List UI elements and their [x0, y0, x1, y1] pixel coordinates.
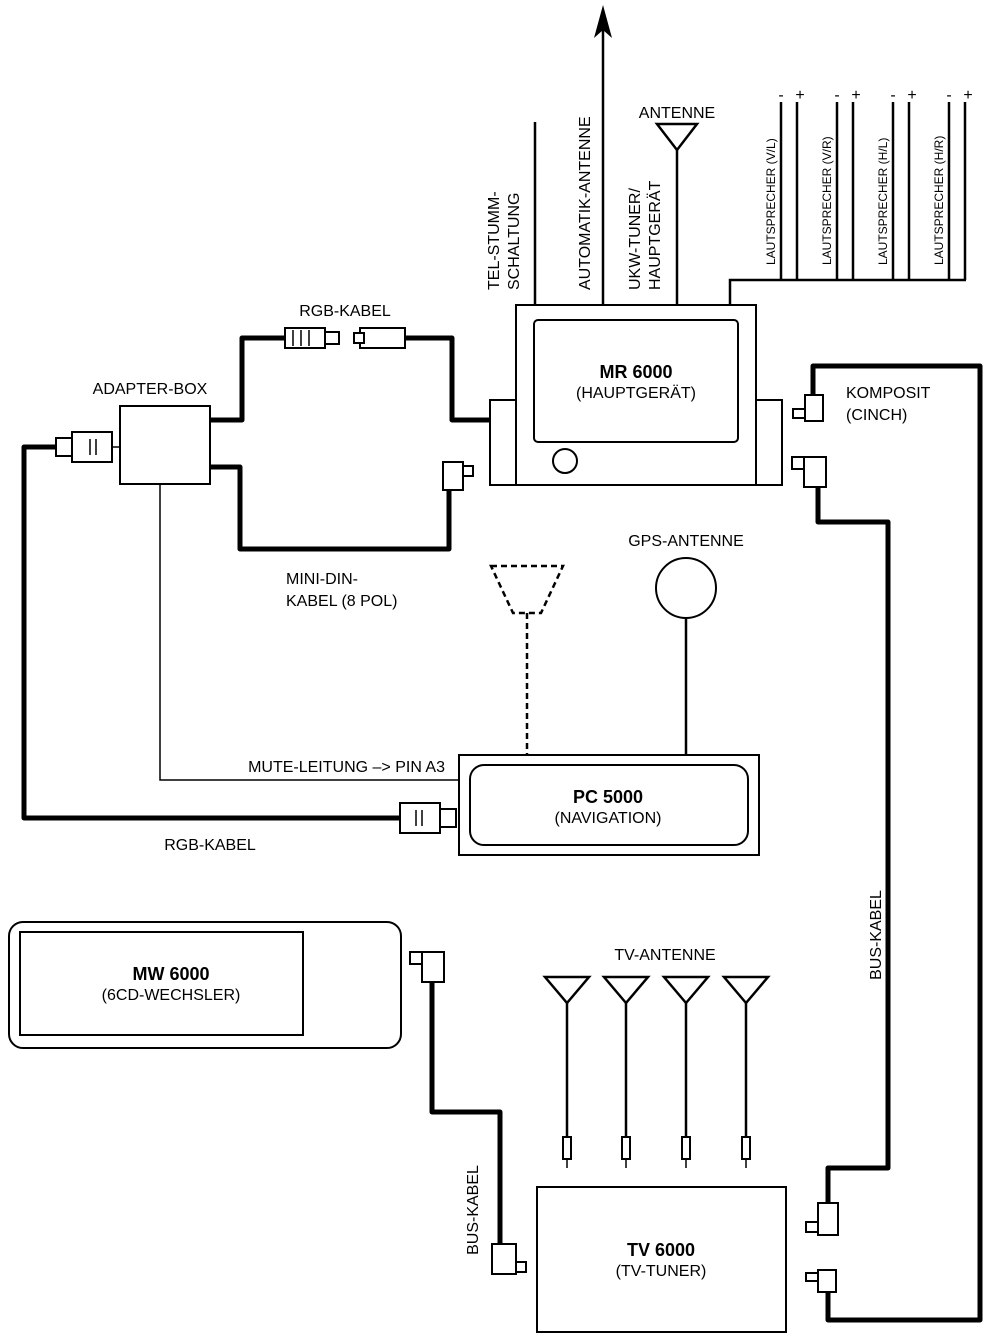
speaker-2-minus: -: [834, 87, 839, 104]
speaker-4-label: LAUTSPRECHER (H/R): [932, 136, 946, 265]
komposit-label-2: (CINCH): [846, 407, 907, 424]
tv-antenne-label: TV-ANTENNE: [614, 947, 715, 964]
gps-antenne-label: GPS-ANTENNE: [628, 533, 744, 550]
rgb-plug-left-icon: [55, 431, 113, 463]
bus-plug-tv-left-icon: [491, 1243, 527, 1275]
tv-antenna-4: [721, 975, 771, 1168]
gps-antenna-icon: [655, 557, 717, 619]
mr6000-name: MR 6000: [599, 362, 672, 382]
tv-antenna-icon: [601, 975, 651, 1005]
speaker-3-label: LAUTSPRECHER (H/L): [876, 138, 890, 265]
mute-line: [159, 484, 459, 781]
tv-antenna-1: [542, 975, 592, 1168]
pc5000-desc: (NAVIGATION): [555, 810, 662, 827]
speaker-group: - + - + - + - + LAUTSPRECHER (V/L) LAUTS…: [764, 87, 973, 280]
tv6000-name: TV 6000: [627, 1240, 695, 1260]
pc5000-name: PC 5000: [573, 787, 643, 807]
tv-antenna-2: [601, 975, 651, 1168]
mr6000-desc: (HAUPTGERÄT): [576, 384, 696, 402]
up-arrow-icon: [594, 5, 612, 38]
mw6000-unit: MW 6000 (6CD-WECHSLER): [8, 921, 402, 1049]
tv6000-desc: (TV-TUNER): [616, 1263, 707, 1280]
mute-leitung-label: MUTE-LEITUNG –> PIN A3: [248, 759, 445, 776]
bus-cable-left: [429, 980, 503, 1245]
rgb-cable-top-left: [210, 335, 285, 423]
speaker-4-plus: +: [963, 87, 972, 104]
pc5000-unit: PC 5000 (NAVIGATION): [458, 754, 760, 856]
tv-antenna-icon: [721, 975, 771, 1005]
bus-plug-tv-right-icon: [805, 1202, 839, 1236]
cinch-plug-top-icon: [792, 394, 824, 422]
tv-antenna-3: [661, 975, 711, 1168]
tel-stumm-label-1: TEL-STUMM-: [486, 191, 503, 290]
mr6000-unit: MR 6000 (HAUPTGERÄT): [489, 304, 783, 486]
rgb-kabel-bottom-label: RGB-KABEL: [164, 837, 256, 854]
mr6000-top-wires: ANTENNE: [533, 5, 966, 305]
mini-din-label-1: MINI-DIN-: [286, 571, 358, 588]
bus-kabel-right-label: BUS-KABEL: [868, 890, 885, 980]
ukw-tuner-label-1: UKW-TUNER/: [627, 188, 644, 290]
antenne-label: ANTENNE: [639, 105, 715, 122]
speaker-2-label: LAUTSPRECHER (V/R): [820, 136, 834, 265]
mini-din-cable: [210, 464, 452, 552]
tv-antenna-icon: [542, 975, 592, 1005]
mini-din-plug-icon: [442, 461, 474, 491]
optional-antenna-icon: [489, 564, 565, 615]
mr6000-display: [533, 319, 739, 443]
tv6000-unit: TV 6000 (TV-TUNER): [536, 1186, 787, 1333]
rgb-cable-top-right: [405, 335, 490, 423]
tel-stumm-label-2: SCHALTUNG: [506, 193, 523, 291]
mini-din-label-2: KABEL (8 POL): [286, 593, 397, 610]
bus-plug-top-icon: [791, 456, 827, 488]
cinch-plug-tv-icon: [805, 1269, 837, 1293]
speaker-1-minus: -: [778, 87, 783, 104]
adapter-box-label: ADAPTER-BOX: [93, 381, 208, 398]
speaker-1-plus: +: [795, 87, 804, 104]
mw6000-desc: (6CD-WECHSLER): [102, 987, 241, 1004]
mr6000-knob: [552, 448, 578, 474]
tv-antenna-icon: [661, 975, 711, 1005]
bus-cable-right: [813, 481, 891, 1203]
rgb-kabel-top-label: RGB-KABEL: [299, 303, 391, 320]
speaker-3-plus: +: [907, 87, 916, 104]
automatik-antenne-label: AUTOMATIK-ANTENNE: [577, 116, 594, 290]
rgb-socket-icon: [353, 327, 406, 349]
mw6000-name: MW 6000: [132, 964, 209, 984]
speaker-3-minus: -: [890, 87, 895, 104]
rgb-cable-bottom: [21, 444, 400, 821]
rgb-plug-right-icon: [399, 802, 457, 834]
antenna-icon: [654, 122, 700, 153]
bus-kabel-left-label: BUS-KABEL: [465, 1165, 482, 1255]
bus-plug-mw-icon: [409, 951, 445, 983]
rgb-plug-icon: [284, 327, 340, 349]
speaker-4-minus: -: [946, 87, 951, 104]
ukw-tuner-label-2: HAUPTGERÄT: [646, 180, 664, 290]
speaker-2-plus: +: [851, 87, 860, 104]
komposit-label-1: KOMPOSIT: [846, 385, 931, 402]
komposit-cable: [810, 363, 983, 1323]
speaker-1-label: LAUTSPRECHER (V/L): [764, 138, 778, 265]
adapter-box: [119, 405, 211, 485]
